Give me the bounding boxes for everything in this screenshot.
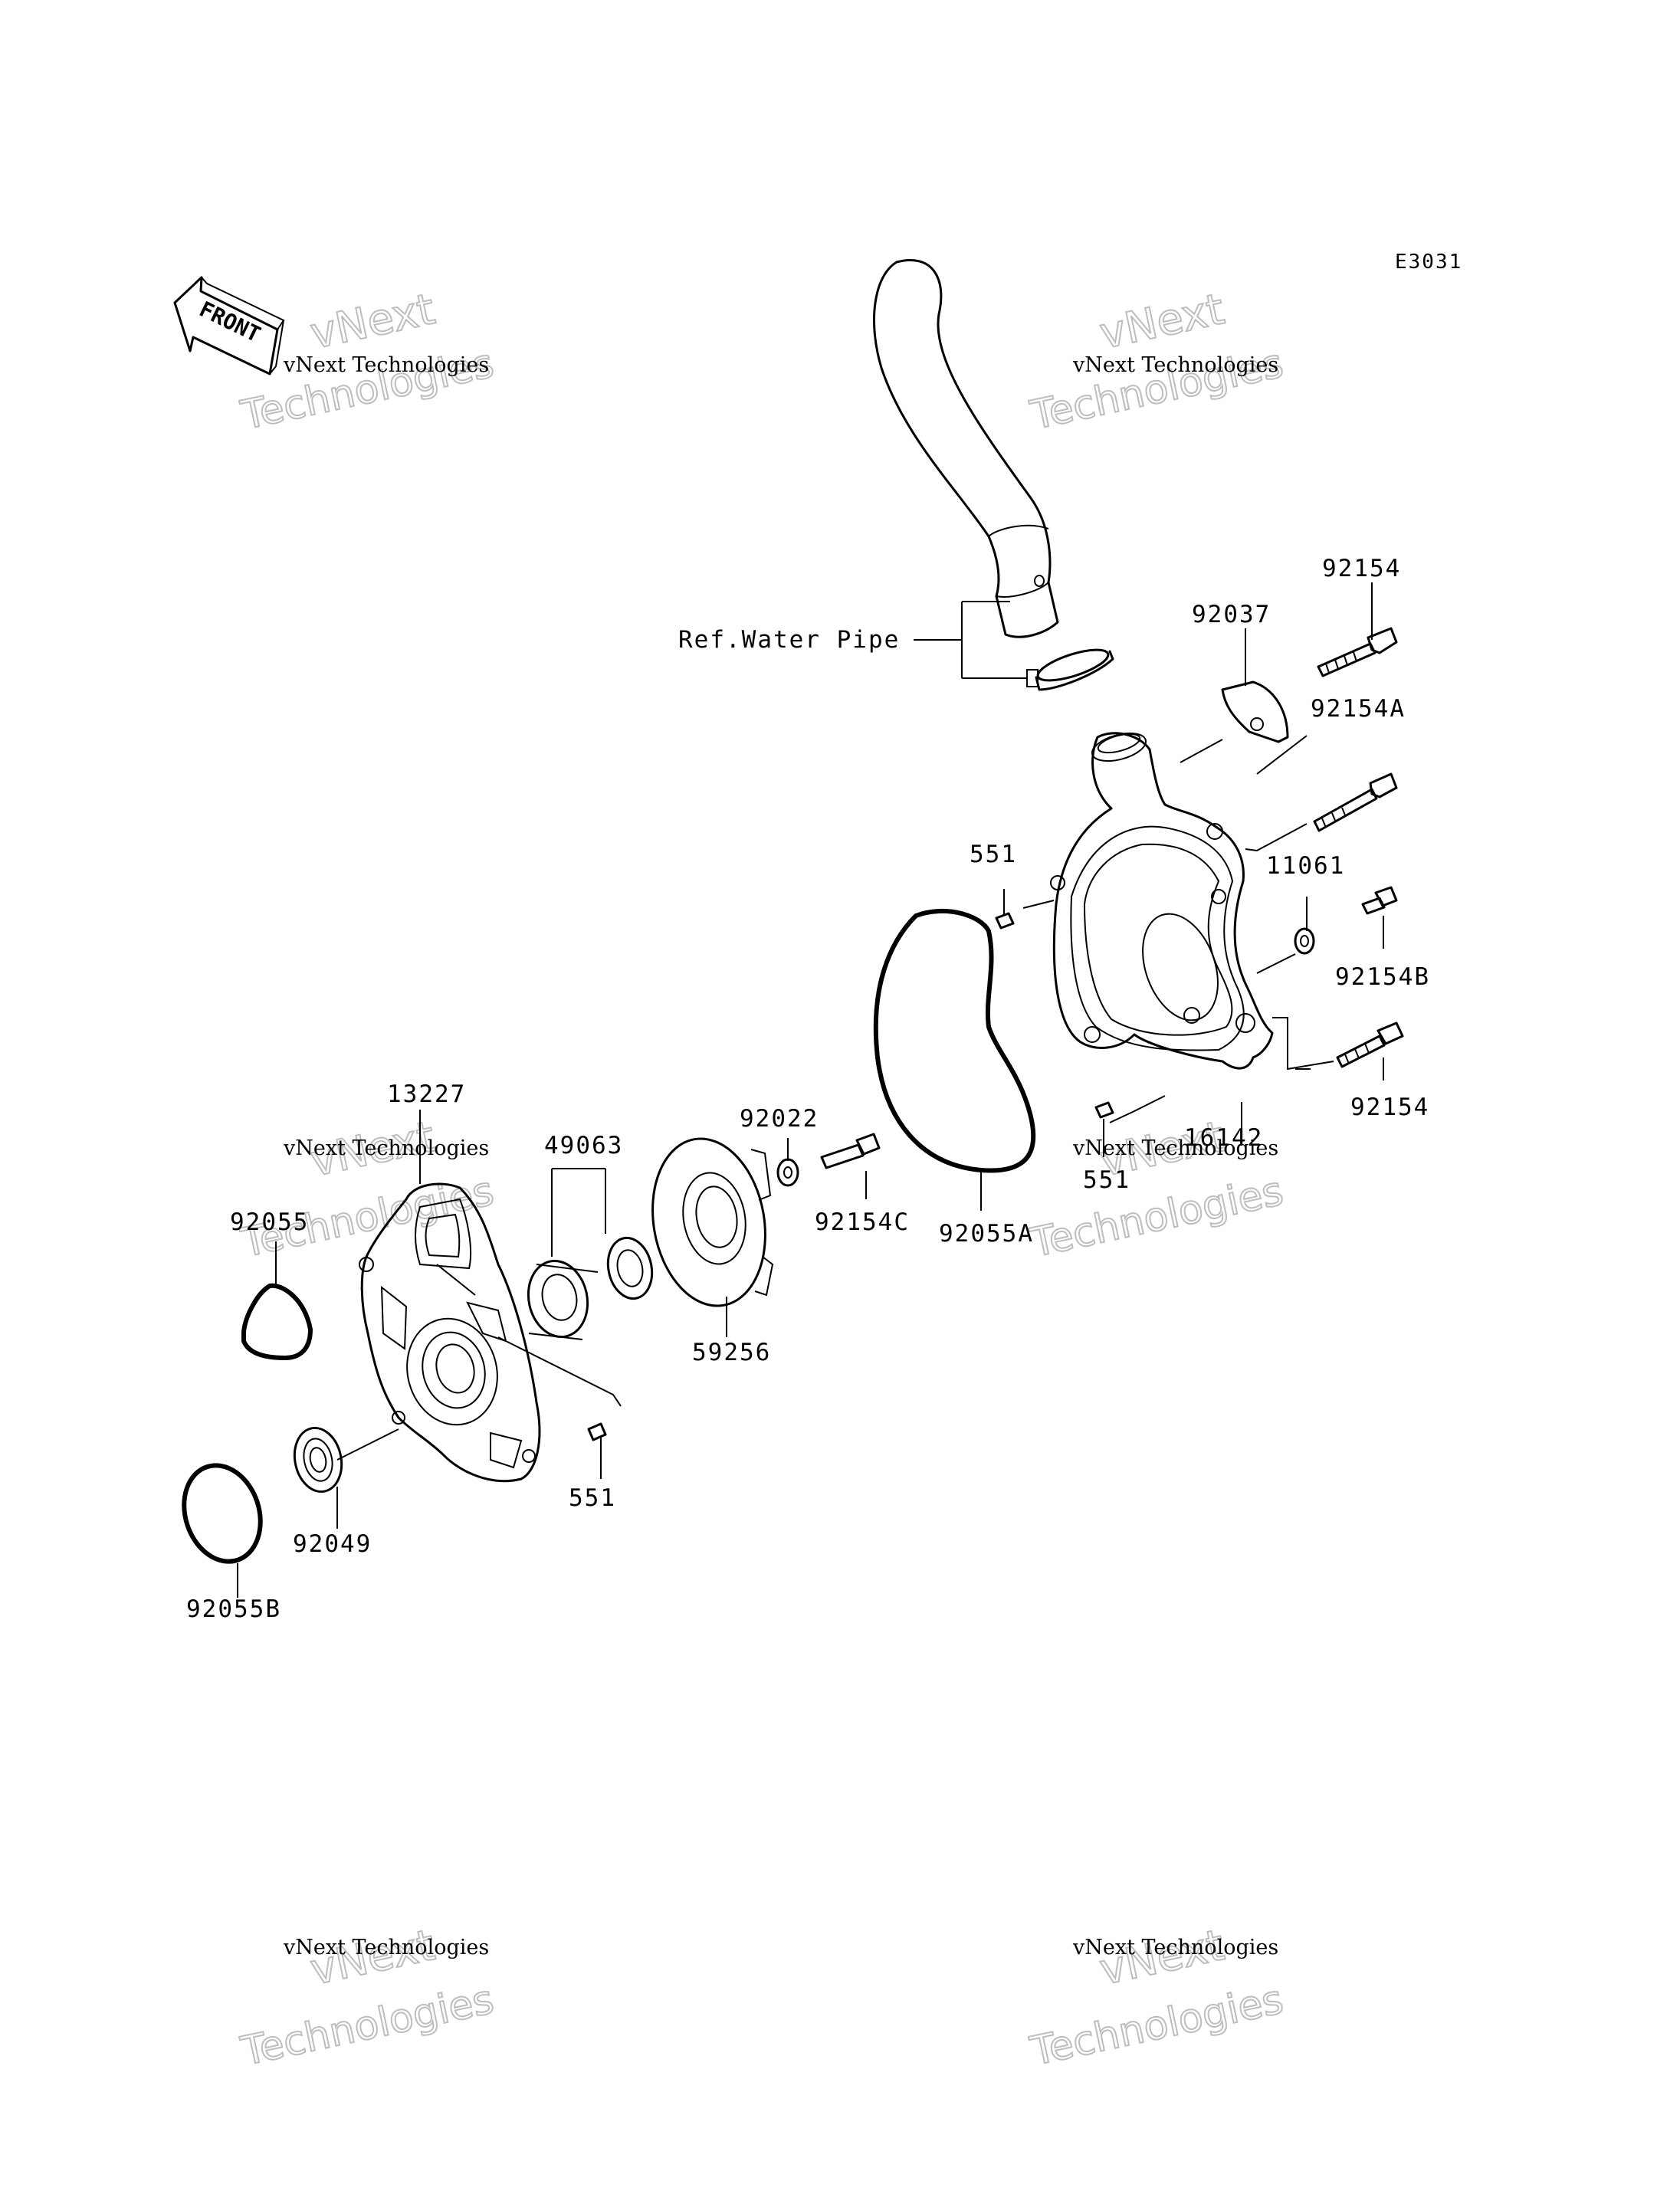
part-92154-right-bolt bbox=[1336, 1021, 1404, 1068]
part-551-bottom-dowel bbox=[587, 1422, 607, 1441]
label-92055: 92055 bbox=[230, 1208, 309, 1236]
part-13227-housing bbox=[359, 1182, 541, 1483]
leader-lines bbox=[237, 582, 1384, 1598]
label-551-mid: 551 bbox=[1083, 1166, 1130, 1194]
watermark-bottom-right: vNext Technologies vNext Technologies bbox=[1025, 1920, 1288, 2076]
svg-text:vNext Technologies: vNext Technologies bbox=[1072, 1936, 1278, 1959]
part-59256-impeller bbox=[651, 1137, 774, 1307]
part-92055B-oring bbox=[182, 1463, 263, 1564]
front-arrow-icon: FRONT bbox=[173, 276, 285, 375]
svg-text:Technologies: Technologies bbox=[237, 1977, 497, 2075]
diagram-code: E3031 bbox=[1395, 251, 1462, 274]
label-551-bottom: 551 bbox=[569, 1484, 616, 1512]
label-92055B: 92055B bbox=[186, 1595, 281, 1623]
part-92055A-oring bbox=[873, 908, 1036, 1173]
label-16142: 16142 bbox=[1184, 1124, 1263, 1152]
part-92154C-bolt bbox=[820, 1133, 881, 1169]
svg-text:Technologies: Technologies bbox=[1026, 1977, 1287, 2075]
part-92049-seal bbox=[293, 1426, 343, 1494]
part-49063-seal bbox=[527, 1236, 654, 1340]
label-92154-right: 92154 bbox=[1350, 1094, 1429, 1121]
label-13227: 13227 bbox=[387, 1080, 466, 1108]
part-551-mid-dowel bbox=[1094, 1101, 1114, 1119]
label-92037: 92037 bbox=[1192, 601, 1271, 628]
pump-cover bbox=[1050, 732, 1274, 1070]
label-92154B: 92154B bbox=[1335, 963, 1430, 991]
front-label: FRONT bbox=[195, 297, 264, 348]
part-92154A-bolt bbox=[1313, 772, 1398, 832]
watermark-bottom-left: vNext Technologies vNext Technologies bbox=[236, 1920, 498, 2076]
label-92154C: 92154C bbox=[815, 1208, 910, 1236]
svg-text:vNext: vNext bbox=[306, 284, 439, 359]
label-92055A: 92055A bbox=[939, 1220, 1034, 1248]
part-92055-oring bbox=[241, 1283, 313, 1361]
label-92049: 92049 bbox=[293, 1530, 372, 1558]
svg-text:vNext: vNext bbox=[1095, 284, 1229, 359]
label-59256: 59256 bbox=[692, 1339, 771, 1366]
label-11061: 11061 bbox=[1266, 852, 1345, 880]
ref-water-pipe-bracket bbox=[914, 601, 1027, 679]
part-92154B-bolt bbox=[1361, 886, 1398, 915]
part-92154-top-bolt bbox=[1317, 627, 1398, 677]
label-92022: 92022 bbox=[740, 1105, 819, 1133]
label-92154-top: 92154 bbox=[1322, 555, 1401, 582]
svg-text:vNext Technologies: vNext Technologies bbox=[1072, 1136, 1278, 1160]
svg-text:vNext Technologies: vNext Technologies bbox=[1072, 353, 1278, 377]
part-92037-bracket bbox=[1221, 680, 1289, 743]
watermark-top-right: vNext Technologies vNext Technologies bbox=[1025, 284, 1288, 440]
ref-water-pipe-label: Ref.Water Pipe bbox=[678, 626, 900, 654]
label-92154A: 92154A bbox=[1311, 695, 1406, 723]
water-pipe bbox=[873, 259, 1114, 691]
svg-text:vNext Technologies: vNext Technologies bbox=[283, 1936, 489, 1959]
label-551-top: 551 bbox=[970, 841, 1017, 868]
svg-text:vNext Technologies: vNext Technologies bbox=[283, 1136, 489, 1160]
label-49063: 49063 bbox=[544, 1132, 623, 1159]
svg-text:vNext Technologies: vNext Technologies bbox=[283, 353, 489, 377]
part-11061-washer bbox=[1294, 927, 1315, 955]
svg-text:Technologies: Technologies bbox=[1026, 1169, 1287, 1267]
part-92022-washer bbox=[776, 1158, 799, 1187]
